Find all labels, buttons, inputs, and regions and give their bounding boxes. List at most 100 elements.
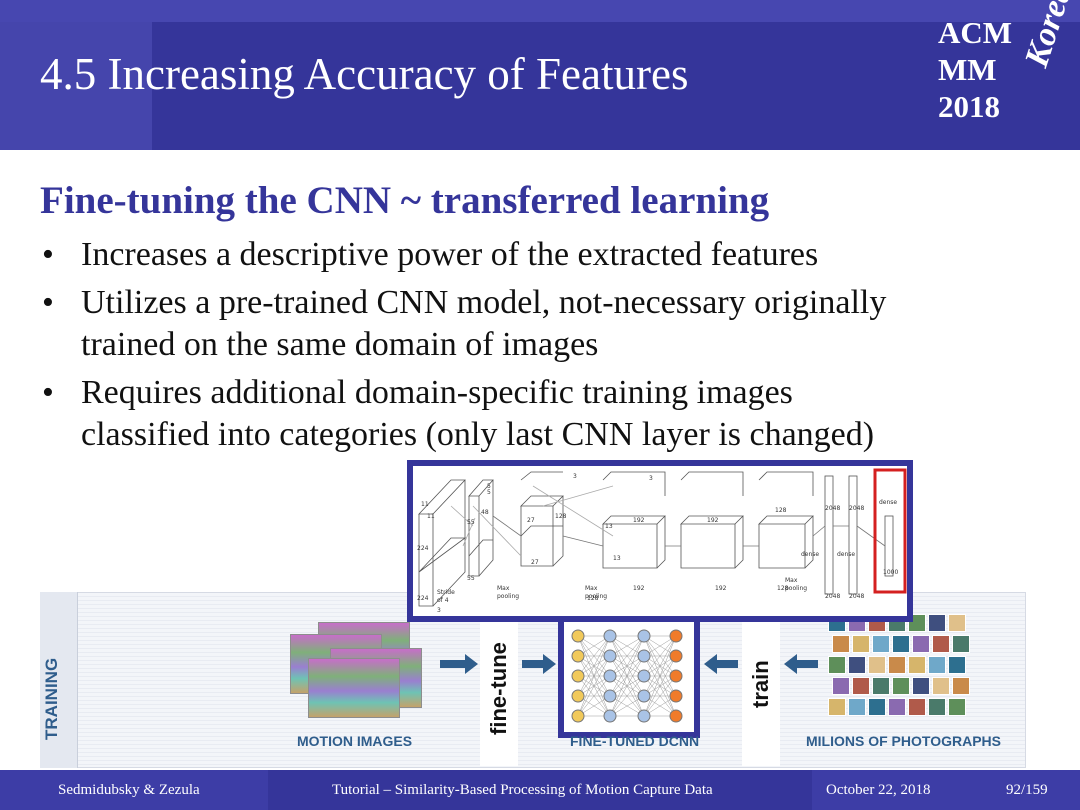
- architecture-dimension-label: 13: [613, 555, 621, 562]
- architecture-dimension-label: 192: [707, 517, 719, 524]
- arrow-left-icon: [704, 654, 738, 674]
- bullet-text: Requires additional domain-specific trai…: [81, 374, 793, 411]
- photograph-thumbnail: [828, 698, 846, 716]
- network-link: [577, 675, 611, 717]
- network-link: [577, 635, 611, 677]
- motion-image: [308, 658, 400, 718]
- photograph-thumbnail: [932, 677, 950, 695]
- architecture-dimension-label: 128: [555, 513, 567, 520]
- network-node: [571, 709, 585, 723]
- network-link: [609, 675, 645, 717]
- photograph-thumbnail: [888, 698, 906, 716]
- acm-mm-logo: ACM MM 2018 Korea: [938, 0, 1079, 134]
- footer-page-number: 92/159: [1006, 770, 1076, 810]
- bullet-item: Increases a descriptive power of the ext…: [40, 234, 1050, 276]
- architecture-dimension-label: 11: [421, 501, 429, 508]
- arrow-left-icon: [784, 654, 818, 674]
- bullet-item: Utilizes a pre-trained CNN model, not-ne…: [40, 282, 1050, 366]
- footer-tutorial-text: Tutorial – Similarity-Based Processing o…: [332, 782, 713, 798]
- network-node: [669, 689, 683, 703]
- architecture-dimension-label: 3: [649, 475, 653, 482]
- photograph-thumbnail: [948, 656, 966, 674]
- photograph-thumbnail: [928, 656, 946, 674]
- bullet-item: Requires additional domain-specific trai…: [40, 372, 1050, 456]
- bullet-text: Increases a descriptive power of the ext…: [81, 236, 819, 273]
- fine-tuned-dcnn-box: [558, 616, 700, 738]
- photograph-thumbnail: [932, 635, 950, 653]
- label-dense-mid: dense: [801, 551, 819, 558]
- label-stride: Stride: [437, 589, 455, 596]
- caption-motion-images: MOTION IMAGES: [297, 733, 413, 749]
- bullet-text: Utilizes a pre-trained CNN model, not-ne…: [81, 284, 887, 321]
- architecture-dimension-label: 192: [715, 585, 727, 592]
- photograph-thumbnail: [952, 635, 970, 653]
- network-link: [609, 695, 645, 717]
- footer-page-text: 92/159: [1006, 782, 1048, 798]
- architecture-dimension-label: 55: [467, 519, 475, 526]
- train-label: train: [748, 660, 773, 708]
- header-main-band: [152, 22, 1080, 150]
- network-node: [571, 649, 585, 663]
- photograph-thumbnail: [952, 677, 970, 695]
- footer-tutorial: Tutorial – Similarity-Based Processing o…: [268, 770, 812, 810]
- fine-tune-box: [480, 616, 518, 766]
- architecture-dimension-label: 27: [531, 559, 539, 566]
- architecture-dimension-label: 27: [527, 517, 535, 524]
- network-link: [577, 635, 611, 717]
- network-node: [637, 669, 651, 683]
- bullet-text-continued: classified into categories (only last CN…: [81, 416, 875, 453]
- network-node: [603, 629, 617, 643]
- section-subheading: Fine-tuning the CNN ~ transferred learni…: [40, 179, 770, 222]
- architecture-dimension-label: 2048: [849, 505, 864, 512]
- architecture-dimension-label: 224: [417, 545, 429, 552]
- network-node: [637, 649, 651, 663]
- network-node: [603, 649, 617, 663]
- cnn-architecture-diagram: dense dense dense 1000 Stride of 4 Max p…: [407, 460, 913, 622]
- network-link: [609, 635, 645, 717]
- network-node: [669, 709, 683, 723]
- network-link: [609, 635, 645, 697]
- photograph-thumbnail: [892, 677, 910, 695]
- photograph-thumbnail: [868, 698, 886, 716]
- footer-authors-text: Sedmidubsky & Zezula: [58, 782, 200, 798]
- architecture-dimension-label: 55: [467, 575, 475, 582]
- network-node: [571, 629, 585, 643]
- architecture-dimension-label: 128: [587, 595, 599, 602]
- photograph-thumbnail: [832, 635, 850, 653]
- slide-footer: Sedmidubsky & Zezula Tutorial – Similari…: [0, 770, 1080, 810]
- label-maxpool-2: Max: [585, 585, 598, 592]
- network-link: [643, 635, 677, 677]
- footer-authors: Sedmidubsky & Zezula: [0, 770, 268, 810]
- label-dense-mid2: dense: [837, 551, 855, 558]
- photograph-thumbnail: [852, 635, 870, 653]
- network-link: [643, 635, 677, 717]
- architecture-dimension-label: 128: [775, 507, 787, 514]
- slide-header: 4.5 Increasing Accuracy of Features ACM …: [0, 0, 1080, 150]
- header-top-band: [0, 0, 1080, 22]
- photograph-thumbnail: [948, 698, 966, 716]
- training-label: TRAINING: [42, 657, 61, 740]
- network-link: [609, 635, 645, 677]
- logo-line-year: 2018: [938, 89, 1000, 124]
- network-node: [637, 629, 651, 643]
- photograph-thumbnail: [928, 614, 946, 632]
- architecture-dimension-label: 2048: [849, 593, 864, 600]
- architecture-dimension-label: 192: [633, 517, 645, 524]
- photograph-thumbnail: [912, 635, 930, 653]
- photograph-thumbnail: [948, 614, 966, 632]
- photograph-thumbnail: [872, 635, 890, 653]
- header-left-band: [0, 22, 152, 150]
- network-link: [643, 655, 677, 717]
- network-link: [609, 655, 645, 717]
- logo-line-mm: MM: [938, 52, 997, 87]
- label-maxpool-2b: pooling: [585, 593, 607, 600]
- bullet-text-continued: trained on the same domain of images: [81, 326, 599, 363]
- photograph-thumbnail: [888, 656, 906, 674]
- train-box: [742, 616, 780, 766]
- architecture-dimension-label: 11: [427, 513, 435, 520]
- photograph-thumbnail: [828, 656, 846, 674]
- architecture-dimension-label: 224: [417, 595, 429, 602]
- label-stride-of: of 4: [437, 597, 449, 604]
- footer-date: October 22, 2018: [812, 770, 1080, 810]
- logo-line-acm: ACM: [938, 15, 1013, 50]
